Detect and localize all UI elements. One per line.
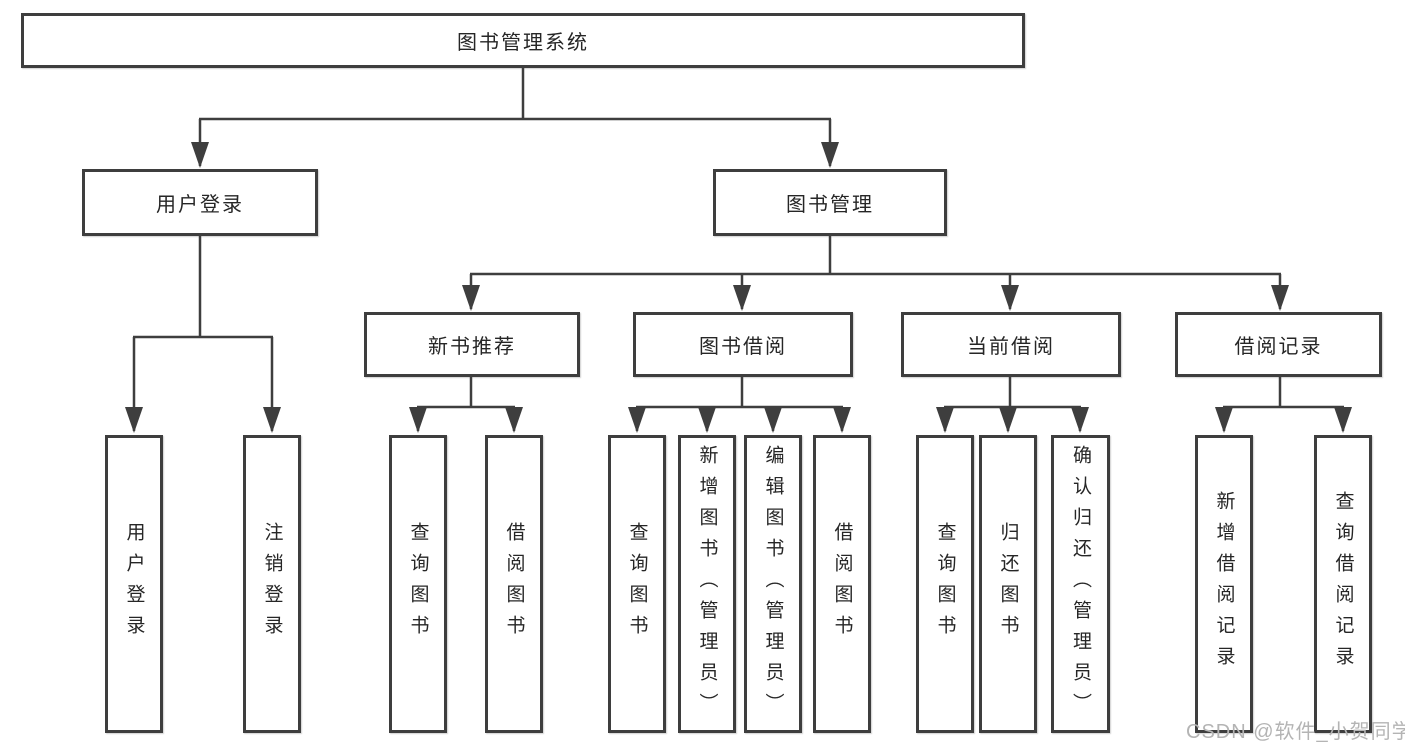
- node-label: 当前借阅: [967, 336, 1055, 358]
- leaf-return-book: 归还图书: [979, 435, 1037, 733]
- node-library-management-system: 图书管理系统: [21, 13, 1025, 68]
- node-label: 用户登录: [156, 194, 244, 216]
- node-label: 新书推荐: [428, 336, 516, 358]
- node-borrow-record: 借阅记录: [1175, 312, 1382, 377]
- node-label: 借阅图书: [831, 522, 853, 646]
- node-label: 用户登录: [123, 522, 145, 646]
- leaf-query-book-recommend: 查询图书: [389, 435, 447, 733]
- leaf-edit-book-admin: 编辑图书（管理员）: [744, 435, 802, 733]
- node-label: 归还图书: [997, 522, 1019, 646]
- node-label: 新增借阅记录: [1213, 491, 1235, 677]
- node-label: 借阅图书: [503, 522, 525, 646]
- node-book-management: 图书管理: [713, 169, 947, 236]
- node-label: 查询图书: [626, 522, 648, 646]
- csdn-watermark: CSDN @软件_小贺同学: [1186, 721, 1405, 743]
- node-user-login: 用户登录: [82, 169, 318, 236]
- leaf-confirm-return-admin: 确认归还（管理员）: [1051, 435, 1110, 733]
- node-book-borrow: 图书借阅: [633, 312, 853, 377]
- node-new-book-recommend: 新书推荐: [364, 312, 580, 377]
- node-label: 图书管理: [786, 194, 874, 216]
- leaf-add-borrow-record: 新增借阅记录: [1195, 435, 1253, 733]
- leaf-query-borrow-record: 查询借阅记录: [1314, 435, 1372, 733]
- leaf-query-book-current: 查询图书: [916, 435, 974, 733]
- node-label: 注销登录: [261, 522, 283, 646]
- node-current-borrow: 当前借阅: [901, 312, 1121, 377]
- node-label: 查询图书: [934, 522, 956, 646]
- node-label: 图书借阅: [699, 336, 787, 358]
- node-label: 新增图书（管理员）: [696, 444, 718, 724]
- leaf-borrow-book: 借阅图书: [813, 435, 871, 733]
- node-label: 查询借阅记录: [1332, 491, 1354, 677]
- node-label: 编辑图书（管理员）: [762, 444, 784, 724]
- node-label: 借阅记录: [1234, 336, 1323, 358]
- leaf-add-book-admin: 新增图书（管理员）: [678, 435, 736, 733]
- leaf-query-book-borrow: 查询图书: [608, 435, 666, 733]
- leaf-logout: 注销登录: [243, 435, 301, 733]
- leaf-borrow-book-recommend: 借阅图书: [485, 435, 543, 733]
- node-label: 确认归还（管理员）: [1070, 444, 1091, 724]
- node-label: 图书管理系统: [457, 32, 589, 54]
- leaf-user-login: 用户登录: [105, 435, 163, 733]
- node-label: 查询图书: [407, 522, 429, 646]
